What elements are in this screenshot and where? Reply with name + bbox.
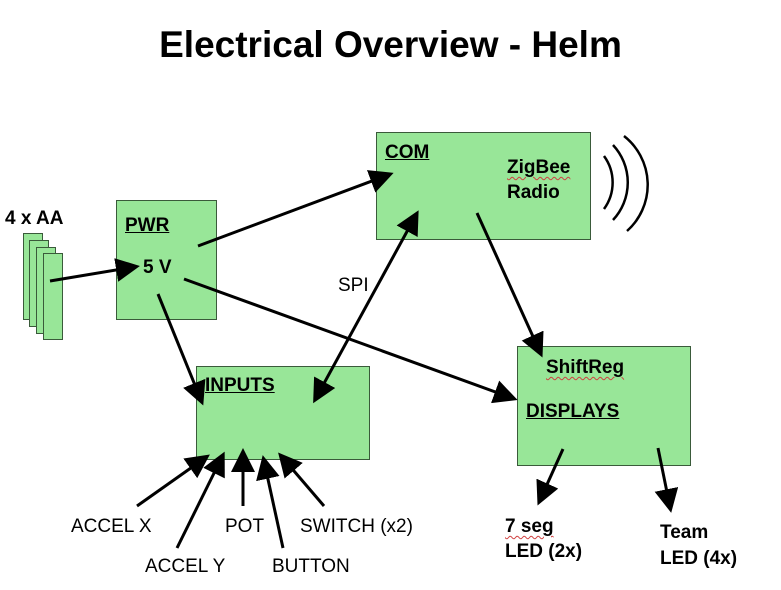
arrow-button [256, 455, 285, 549]
displays-title: DISPLAYS [526, 401, 620, 422]
input-accel-x: ACCEL X [71, 516, 152, 537]
diagram-title: Electrical Overview - Helm [159, 24, 622, 65]
output-team-line1: Team [660, 522, 709, 543]
battery-cell-4 [43, 253, 63, 340]
com-radio-line1: ZigBee [507, 157, 571, 178]
output-7seg-line2: LED (2x) [505, 541, 583, 562]
pwr-title: PWR [125, 215, 170, 236]
input-accel-y: ACCEL Y [145, 556, 226, 577]
displays-shiftreg: ShiftReg [546, 357, 625, 378]
arrow-switch [278, 452, 326, 507]
arrow-accel-x [136, 454, 210, 508]
arrow-com-to-displays [475, 212, 544, 358]
pwr-block [116, 200, 217, 320]
battery-label: 4 x AA [5, 208, 64, 229]
output-7seg-text: 7 seg [505, 516, 554, 537]
arrow-accel-y [175, 451, 225, 549]
input-button: BUTTON [272, 556, 350, 577]
arrow-pwr-to-inputs [156, 293, 206, 406]
output-team-line2: LED (4x) [660, 548, 738, 569]
output-7seg-line1: 7 seg [505, 516, 554, 538]
arrow-pwr-to-com [197, 170, 394, 248]
input-switch: SWITCH (x2) [300, 516, 413, 537]
radio-waves-icon [602, 135, 649, 232]
displays-block [517, 346, 691, 466]
com-radio-line2: Radio [507, 182, 560, 203]
inputs-title: INPUTS [205, 375, 275, 396]
pwr-voltage: 5 V [143, 257, 172, 278]
arrow-spi-bidirectional [313, 210, 419, 404]
input-pot: POT [225, 516, 265, 537]
arrow-displays-to-team [654, 447, 679, 513]
arrow-battery-to-pwr [49, 258, 140, 283]
com-title: COM [385, 142, 430, 163]
arrow-displays-to-7seg [536, 448, 565, 506]
